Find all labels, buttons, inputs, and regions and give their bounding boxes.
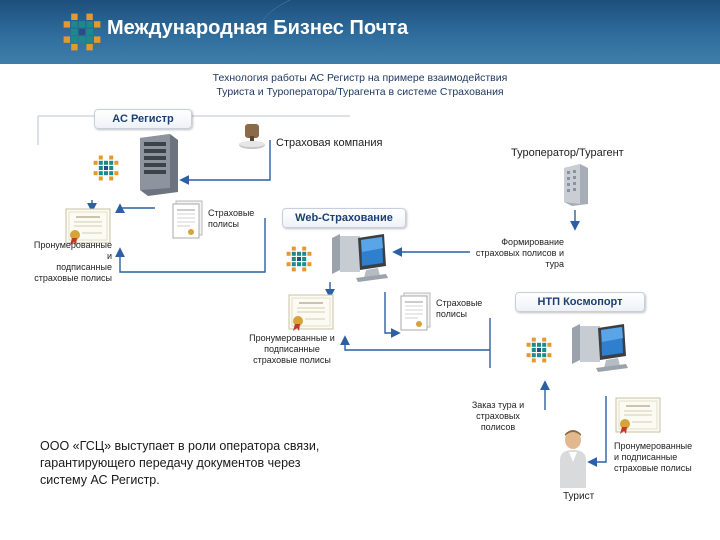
policies-mid-line-2: полисы	[436, 309, 467, 319]
arrow-web-to-left	[115, 218, 266, 273]
policies-top-line-1: Страховые	[208, 208, 255, 218]
numbered-mid-line-2: подписанные	[264, 344, 320, 354]
arrow-right-to-tourist	[587, 396, 607, 467]
ntp-kosmoport-label: НТП Космопорт	[515, 292, 645, 312]
register-logo-icon	[93, 155, 119, 181]
tourist-label: Турист	[563, 491, 595, 502]
order-line-3: полисов	[480, 422, 516, 432]
numbered-mid-line-3: страховые полисы	[253, 355, 331, 365]
order-line-2: страховых	[476, 411, 520, 421]
numbered-policies-left: Пронумерованные и подписанные страховые …	[30, 240, 112, 284]
computer-icon	[572, 324, 628, 372]
web-insurance-label: Web-Страхование	[282, 208, 406, 228]
certificate-icon	[288, 294, 334, 331]
subtitle-line-1: Технология работы АС Регистр на примере …	[212, 72, 508, 84]
note-line-1: ООО «ГСЦ» выступает в роли оператора свя…	[40, 439, 320, 453]
numbered-mid-line-1: Пронумерованные и	[249, 333, 335, 343]
policy-document-icon	[400, 292, 431, 331]
web-logo-icon	[286, 246, 312, 272]
numbered-right-line-1: Пронумерованные	[614, 441, 693, 451]
server-icon	[140, 134, 178, 196]
numbered-left-line-3: страховые полисы	[34, 273, 112, 283]
tourist-person-icon	[560, 430, 586, 488]
note-line-3: систему АС Регистр.	[40, 473, 160, 487]
company-logo-icon	[63, 13, 101, 51]
policies-label-top: Страховые полисы	[208, 208, 254, 230]
header-banner	[0, 0, 720, 64]
building-icon	[564, 164, 588, 206]
policies-mid-line-1: Страховые	[436, 298, 483, 308]
order-line-1: Заказ тура и	[471, 400, 525, 410]
numbered-left-line-1: Пронумерованные и	[33, 240, 112, 261]
insurance-company-label: Страховая компания	[276, 137, 383, 149]
certificate-icon	[65, 208, 111, 245]
note-line-2: гарантирующего передачу документов через	[40, 456, 301, 470]
order-label: Заказ тура и страховых полисов	[466, 400, 530, 433]
subtitle-line-2: Туриста и Туроператора/Турагента в систе…	[216, 86, 504, 98]
stamp-icon	[239, 124, 265, 149]
slide-subtitle: Технология работы АС Регистр на примере …	[150, 71, 570, 99]
arrow-policies-top	[115, 203, 155, 213]
operator-note: ООО «ГСЦ» выступает в роли оператора свя…	[40, 438, 380, 489]
tour-operator-label: Туроператор/Турагент	[511, 147, 624, 159]
as-register-bracket	[37, 115, 350, 145]
forming-line-1: Формирование	[501, 237, 564, 247]
numbered-right-line-3: страховые полисы	[614, 463, 692, 473]
as-register-label: АС Регистр	[94, 109, 192, 129]
arrow-insurance-to-server	[179, 140, 271, 185]
numbered-policies-mid: Пронумерованные и подписанные страховые …	[242, 333, 342, 366]
header-title: Международная Бизнес Почта	[107, 17, 409, 39]
certificate-icon	[615, 397, 661, 434]
computer-icon	[332, 234, 388, 282]
arrow-mid-policies	[384, 292, 401, 338]
forming-line-3: тура	[545, 259, 564, 269]
policy-document-icon	[172, 200, 203, 239]
forming-label: Формирование страховых полисов и тура	[460, 237, 564, 270]
arrow-kosmoport-to-mid	[340, 335, 490, 351]
numbered-right-line-2: и подписанные	[614, 452, 678, 462]
policies-top-line-2: полисы	[208, 219, 239, 229]
kosmoport-logo-icon	[526, 337, 552, 363]
policies-label-mid: Страховые полисы	[436, 298, 482, 320]
numbered-policies-right: Пронумерованные и подписанные страховые …	[614, 441, 714, 474]
forming-line-2: страховых полисов и	[475, 248, 564, 258]
numbered-left-line-2: подписанные	[56, 262, 112, 272]
